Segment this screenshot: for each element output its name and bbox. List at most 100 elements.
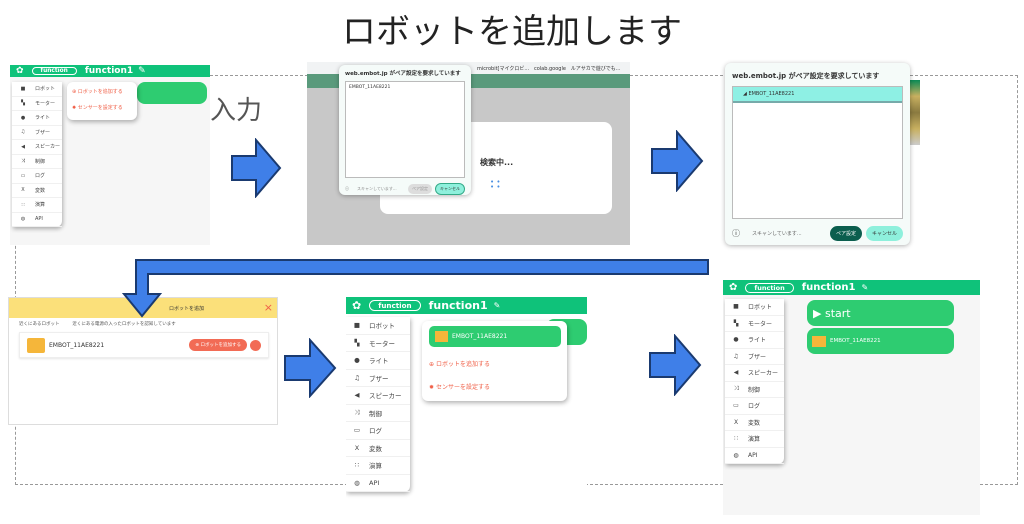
pair-button[interactable]: ペア設定 bbox=[829, 226, 862, 241]
add-robot-button[interactable]: ⊕ ロボットを追加する bbox=[189, 339, 247, 351]
set-sensor-option[interactable]: ✹ センサーを設定する bbox=[72, 105, 123, 111]
menu-label: ブザー bbox=[35, 129, 51, 136]
app-header: ✿ function function1 ✎ bbox=[346, 297, 587, 314]
bookmark[interactable]: microbit[マイクロビ... bbox=[477, 66, 530, 72]
menu-icon: ◍ bbox=[20, 216, 26, 223]
menu-item[interactable]: ◀スピーカー bbox=[725, 365, 784, 382]
return-arrow-icon bbox=[121, 259, 709, 318]
menu-label: 変数 bbox=[35, 187, 46, 194]
nearby-row: 近くにあるロボット 近くにある電源の入ったロボットを認知しています bbox=[19, 321, 176, 327]
menu-item[interactable]: ◍API bbox=[725, 448, 784, 464]
menu-item[interactable]: ∷演算 bbox=[725, 431, 784, 448]
help-icon[interactable]: ⓘ bbox=[732, 229, 740, 238]
gear-icon[interactable]: ✿ bbox=[352, 299, 362, 312]
block-menu: ■ロボット▚モーター●ライト♫ブザー ◀ スピーカー ⤨制御▭ログ X 変数 ∷演算◍API bbox=[12, 82, 62, 227]
gear-icon[interactable]: ✿ bbox=[729, 282, 738, 293]
bulb-icon[interactable] bbox=[250, 339, 261, 351]
gear-icon[interactable]: ✿ bbox=[16, 66, 24, 76]
device-item-selected[interactable]: ◢ EMBOT_11AE8221 bbox=[733, 87, 902, 103]
menu-item[interactable]: ∷演算 bbox=[12, 198, 62, 213]
menu-label: 変数 bbox=[748, 419, 761, 427]
cancel-button[interactable]: キャンセル bbox=[435, 183, 465, 195]
spinner-icon: • •• • bbox=[490, 178, 501, 191]
function-badge[interactable]: function bbox=[31, 67, 77, 75]
edit-icon[interactable]: ✎ bbox=[138, 66, 146, 76]
menu-item[interactable]: ⤨制御 bbox=[346, 405, 410, 422]
menu-item[interactable]: ▭ログ bbox=[725, 398, 784, 415]
edit-icon[interactable]: ✎ bbox=[861, 283, 869, 292]
menu-label: スピーカー bbox=[369, 392, 402, 401]
pair-button[interactable]: ペア設定 bbox=[408, 184, 432, 194]
robot-icon bbox=[812, 335, 826, 347]
robot-icon bbox=[27, 337, 45, 353]
menu-item[interactable]: ◀ スピーカー bbox=[12, 140, 62, 155]
function-badge[interactable]: function bbox=[745, 282, 794, 293]
right-arrow-icon bbox=[231, 138, 282, 198]
cancel-button[interactable]: キャンセル bbox=[865, 226, 903, 241]
function-badge[interactable]: function bbox=[369, 300, 421, 311]
menu-item[interactable]: ■ロボット bbox=[346, 317, 410, 335]
edit-icon[interactable]: ✎ bbox=[493, 301, 501, 310]
menu-label: 演算 bbox=[369, 462, 382, 471]
right-arrow-icon bbox=[649, 334, 702, 396]
start-block[interactable]: ▶ start bbox=[807, 300, 954, 326]
menu-item[interactable]: ●ライト bbox=[12, 111, 62, 126]
right-arrow-icon bbox=[651, 130, 704, 192]
pair-dialog-selected: web.embot.jp がペア設定を要求しています ◢ EMBOT_11AE8… bbox=[725, 63, 910, 245]
menu-icon: ▭ bbox=[733, 402, 739, 410]
bookmark[interactable]: colab.google bbox=[533, 66, 566, 72]
menu-icon: ● bbox=[733, 336, 739, 344]
pair-dialog-title: web.embot.jp がペア設定を要求しています bbox=[732, 72, 880, 80]
menu-label: 制御 bbox=[369, 409, 382, 418]
menu-item[interactable]: ▭ログ bbox=[346, 422, 410, 440]
menu-icon: X bbox=[21, 187, 25, 194]
menu-icon: ◀ bbox=[21, 143, 25, 150]
help-icon[interactable]: ⓘ bbox=[345, 186, 349, 191]
menu-icon: ◍ bbox=[733, 451, 739, 459]
menu-label: ログ bbox=[35, 173, 46, 180]
menu-icon: ⤨ bbox=[20, 158, 25, 165]
set-sensor-option[interactable]: ✹ センサーを設定する bbox=[429, 384, 490, 391]
menu-item[interactable]: ■ロボット bbox=[725, 299, 784, 316]
menu-label: 制御 bbox=[748, 386, 761, 394]
menu-item[interactable]: ♫ブザー bbox=[725, 349, 784, 365]
menu-item[interactable]: ● ライト bbox=[725, 332, 784, 349]
menu-item[interactable]: ◀スピーカー bbox=[346, 387, 410, 405]
function-name: function1 bbox=[801, 282, 856, 293]
function-block[interactable] bbox=[137, 82, 207, 104]
menu-item[interactable]: ●ライト bbox=[346, 352, 410, 370]
menu-item[interactable]: ▚モーター bbox=[725, 316, 784, 332]
menu-item[interactable]: ∷演算 bbox=[346, 457, 410, 475]
menu-label: 変数 bbox=[369, 444, 382, 453]
menu-label: API bbox=[369, 478, 380, 487]
close-icon[interactable]: × bbox=[263, 301, 273, 314]
menu-item[interactable]: X 変数 bbox=[12, 184, 62, 198]
menu-item[interactable]: ▚モーター bbox=[346, 335, 410, 352]
menu-item[interactable]: ♫ブザー bbox=[12, 126, 62, 140]
menu-item[interactable]: ⤨ 制御 bbox=[725, 382, 784, 398]
menu-item[interactable]: ♫ブザー bbox=[346, 370, 410, 387]
menu-item[interactable]: ▭ログ bbox=[12, 169, 62, 184]
add-robot-option[interactable]: ⊕ ロボットを追加する bbox=[72, 89, 123, 95]
menu-icon: ● bbox=[354, 356, 360, 365]
robot-popup: ⊕ ロボットを追加する ✹ センサーを設定する bbox=[67, 82, 137, 120]
screenshot-step4: ロボットを追加 × 近くにあるロボット 近くにある電源の入ったロボットを認知して… bbox=[8, 297, 278, 425]
menu-icon: ▚ bbox=[354, 338, 360, 347]
add-robot-option[interactable]: ⊕ ロボットを追加する bbox=[429, 361, 490, 368]
bookmark[interactable]: ルアサカで遊びでも... bbox=[570, 66, 621, 72]
robot-block[interactable]: EMBOT_11AE8221 bbox=[429, 326, 561, 347]
robot-block[interactable]: EMBOT_11AE8221 bbox=[807, 328, 954, 354]
device-item[interactable]: EMBOT_11AE8221 bbox=[349, 85, 391, 90]
menu-label: スピーカー bbox=[35, 144, 61, 151]
menu-item[interactable]: ▚モーター bbox=[12, 97, 62, 111]
scanning-text: スキャンしています... bbox=[357, 186, 397, 191]
menu-item[interactable]: ◍API bbox=[346, 475, 410, 492]
menu-item[interactable]: ■ロボット bbox=[12, 82, 62, 97]
scanning-text: スキャンしています... bbox=[752, 231, 802, 237]
menu-label: ライト bbox=[748, 337, 767, 345]
menu-icon: ⤨ bbox=[733, 385, 739, 393]
menu-item[interactable]: ◍API bbox=[12, 213, 62, 227]
menu-item[interactable]: ⤨制御 bbox=[12, 155, 62, 169]
